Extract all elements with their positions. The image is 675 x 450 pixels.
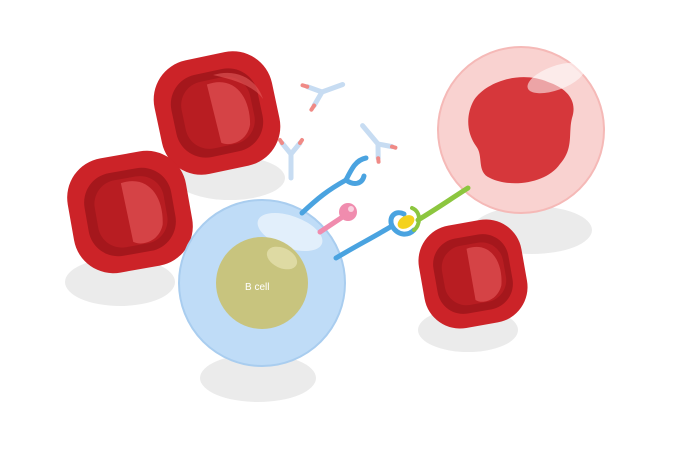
bcr-receptor-upper [299,155,369,216]
antibody-2 [278,138,304,181]
antigen-cell-highlight [527,62,585,94]
red-blood-cell-top [153,51,281,175]
red-blood-cell-right [418,219,528,329]
pink-ligand [317,203,357,235]
yellow-antigen [397,215,415,229]
b-cell: B cell [178,199,346,367]
antigen-cell-core [468,77,574,184]
shadow-rbc-left [65,258,175,306]
antibody-3 [360,123,398,164]
b-cell-label: B cell [245,282,269,293]
shadow-b-cell [200,354,316,402]
nucleus-highlight [266,246,298,270]
antibody-1 [300,81,346,112]
red-blood-cell-left [67,150,193,274]
bcr-antigen-binding [333,185,471,261]
antigen-presenting-cell [437,46,605,214]
